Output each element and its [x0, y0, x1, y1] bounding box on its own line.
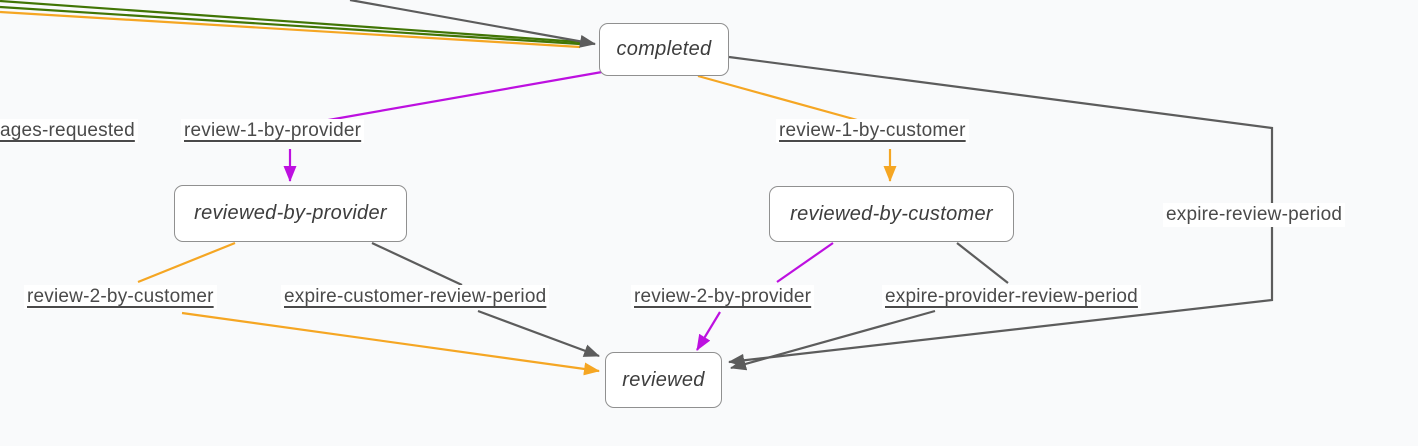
transition-label-changes-requested[interactable]: ages-requested	[0, 119, 138, 143]
transition-label-expire-review-period: expire-review-period	[1163, 203, 1346, 227]
state-node-completed: completed	[599, 23, 729, 76]
edge-review-1-by-customer-upper	[697, 74, 869, 125]
edge-incoming-green-1	[0, 0, 581, 44]
state-label-completed: completed	[616, 38, 712, 60]
transition-label-review-1-by-customer[interactable]: review-1-by-customer	[776, 119, 969, 143]
transition-label-expire-customer-review-period[interactable]: expire-customer-review-period	[281, 285, 550, 309]
state-node-reviewed: reviewed	[605, 352, 722, 408]
edge-review-2-by-provider-upper	[776, 242, 834, 283]
edge-incoming-orange	[0, 10, 581, 49]
edge-expire-customer-review-period-arrow	[477, 309, 600, 358]
edge-review-2-by-customer-arrow	[181, 311, 600, 376]
edge-incoming-gray	[349, 0, 596, 48]
edge-expire-provider-review-period-arrow	[730, 309, 936, 371]
transition-label-expire-provider-review-period[interactable]: expire-provider-review-period	[882, 285, 1141, 309]
state-node-reviewed-by-provider: reviewed-by-provider	[174, 185, 407, 242]
state-label-reviewed-by-provider: reviewed-by-provider	[194, 202, 387, 224]
state-node-reviewed-by-customer: reviewed-by-customer	[769, 186, 1014, 242]
transition-label-review-2-by-customer[interactable]: review-2-by-customer	[24, 285, 217, 309]
edge-review-1-by-provider-upper	[299, 70, 603, 127]
state-label-reviewed: reviewed	[622, 368, 705, 391]
edge-review-2-by-customer-upper	[137, 241, 236, 284]
transition-label-review-1-by-provider[interactable]: review-1-by-provider	[181, 119, 365, 143]
edge-review-2-by-provider-arrow	[696, 311, 721, 351]
transition-label-review-2-by-provider[interactable]: review-2-by-provider	[631, 285, 815, 309]
edge-expire-customer-review-period-upper	[371, 242, 463, 286]
edge-expire-provider-review-period-upper	[956, 242, 1009, 284]
edge-incoming-green-2	[0, 5, 581, 46]
state-label-reviewed-by-customer: reviewed-by-customer	[790, 202, 993, 225]
